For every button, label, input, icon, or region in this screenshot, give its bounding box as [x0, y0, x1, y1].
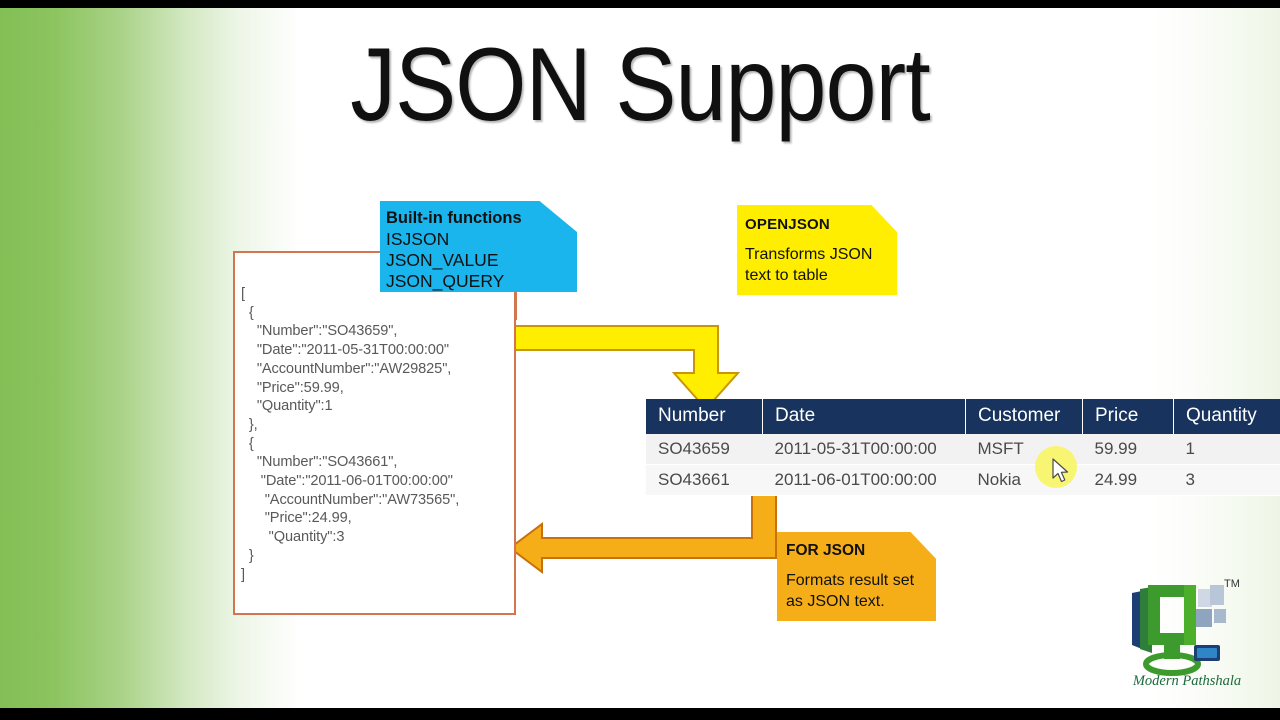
page-title: JSON Support	[350, 27, 930, 143]
callout-for-json-title: FOR JSON	[786, 542, 866, 559]
callout-for-json-body: Formats result set as JSON text.	[786, 572, 915, 610]
result-table-body: SO43659 2011-05-31T00:00:00 MSFT 59.99 1…	[646, 434, 1280, 496]
letterbox-bar-bottom	[0, 708, 1280, 720]
callout-for-json: FOR JSON Formats result set as JSON text…	[777, 532, 936, 621]
column-header-quantity[interactable]: Quantity	[1173, 399, 1280, 434]
cell-quantity: 1	[1173, 434, 1280, 465]
cell-number: SO43661	[646, 464, 763, 496]
table-row: SO43661 2011-06-01T00:00:00 Nokia 24.99 …	[646, 464, 1280, 496]
letterbox-bar-top	[0, 0, 1280, 8]
builtin-callout-stem	[515, 292, 517, 320]
table-row: SO43659 2011-05-31T00:00:00 MSFT 59.99 1	[646, 434, 1280, 465]
mouse-cursor-icon	[1052, 458, 1069, 483]
openjson-flow-arrow	[509, 325, 741, 411]
table-header-row: Number Date Customer Price Quantity	[646, 399, 1280, 434]
column-header-date[interactable]: Date	[762, 399, 966, 434]
result-table-head: Number Date Customer Price Quantity	[646, 399, 1280, 434]
cell-price: 59.99	[1082, 434, 1174, 465]
forjson-flow-arrow	[508, 491, 777, 574]
trademark-symbol: TM	[1224, 578, 1240, 590]
cell-date: 2011-05-31T00:00:00	[762, 434, 966, 465]
callout-builtin-functions: Built-in functions ISJSON JSON_VALUE JSO…	[380, 201, 577, 292]
json-source-panel: [ { "Number":"SO43659", "Date":"2011-05-…	[233, 251, 516, 615]
json-source-code: [ { "Number":"SO43659", "Date":"2011-05-…	[241, 286, 460, 583]
cell-number: SO43659	[646, 434, 763, 465]
column-header-price[interactable]: Price	[1082, 399, 1174, 434]
cell-price: 24.99	[1082, 464, 1174, 496]
modern-pathshala-logo: TM	[1132, 578, 1240, 676]
cell-date: 2011-06-01T00:00:00	[762, 464, 966, 496]
column-header-number[interactable]: Number	[646, 399, 763, 434]
result-table: Number Date Customer Price Quantity SO43…	[646, 399, 1280, 496]
function-json-query: JSON_QUERY	[386, 271, 505, 291]
callout-builtin-title: Built-in functions	[386, 209, 522, 227]
function-isjson: ISJSON	[386, 229, 450, 249]
callout-openjson-body: Transforms JSON text to table	[745, 246, 873, 284]
column-header-customer[interactable]: Customer	[965, 399, 1083, 434]
cell-quantity: 3	[1173, 464, 1280, 496]
callout-openjson: OPENJSON Transforms JSON text to table	[737, 205, 897, 295]
slide-canvas: JSON Support [ { "Number":"SO43659", "Da…	[0, 8, 1280, 708]
logo-brand-text: Modern Pathshala	[1132, 673, 1242, 689]
callout-openjson-title: OPENJSON	[745, 216, 830, 233]
function-json-value: JSON_VALUE	[386, 250, 499, 270]
